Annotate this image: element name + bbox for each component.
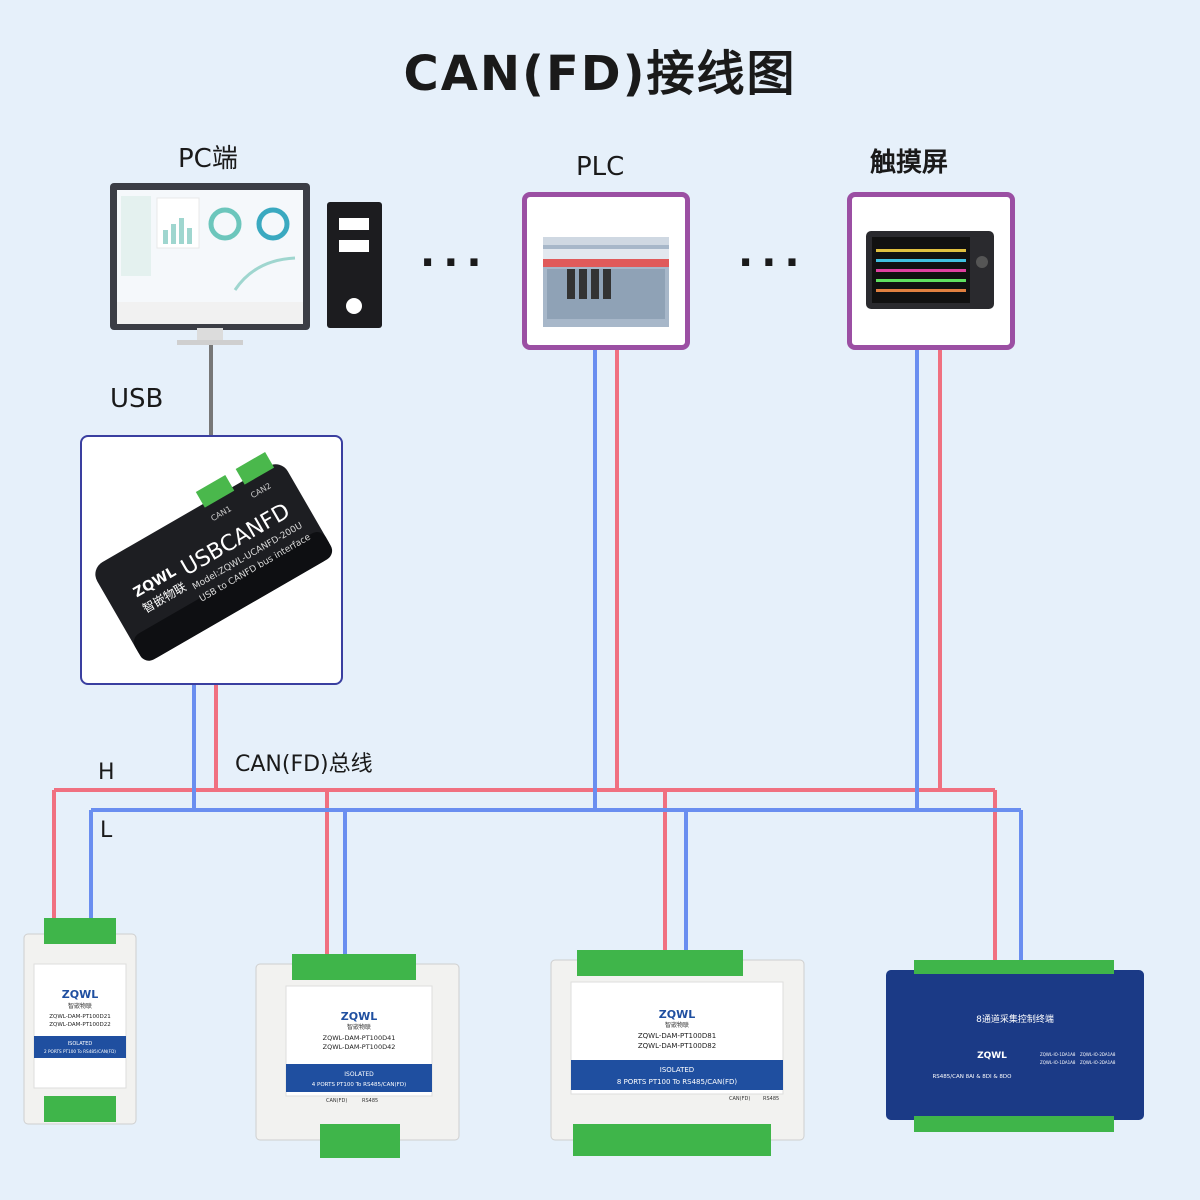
module4-brand: ZQWL [977,1051,1007,1061]
module3-desc1: ISOLATED [660,1066,694,1074]
module2-port-a: CAN(FD) [326,1098,347,1104]
h-line-label: H [98,760,115,785]
module-io-terminal: 8通道采集控制终端 ZQWL ZQWL-IO-1DA1A8 ZQWL-IO-2D… [886,960,1144,1132]
bus-label: CAN(FD)总线 [235,752,373,777]
pc-label: PC端 [178,144,238,174]
module3-brand: ZQWL [659,1008,695,1021]
module4-desc: RS485/CAN 8AI & 8DI & 8DO [932,1074,1012,1080]
plc-label: PLC [576,152,625,182]
module4-title: 8通道采集控制终端 [976,1013,1054,1025]
module1-model-a: ZQWL-DAM-PT100D21 [49,1014,111,1020]
ellipsis-left: ··· [420,240,490,286]
module1-brand-cn: 智嵌物联 [68,1002,92,1010]
module2-desc1: ISOLATED [344,1071,374,1078]
module4-model-d: ZQWL-IO-2DA1A8 [1080,1060,1116,1065]
module2-port-b: RS485 [362,1098,378,1104]
touchscreen-label: 触摸屏 [870,148,949,178]
module1-brand: ZQWL [62,988,98,1001]
ellipsis-right: ··· [738,240,808,286]
module4-model-a: ZQWL-IO-1DA1A8 [1040,1052,1076,1057]
page-title: CAN(FD)接线图 [403,46,797,102]
module2-model-b: ZQWL-DAM-PT100D42 [323,1043,396,1051]
module3-desc2: 8 PORTS PT100 To RS485/CAN(FD) [617,1078,737,1086]
can-h-bus [52,345,997,965]
plc-icon [543,237,669,327]
module1-model-b: ZQWL-DAM-PT100D22 [49,1022,111,1028]
usbcanfd-device: ZQWL 智嵌物联 USBCANFD Model:ZQWL-UCANFD-200… [80,435,343,685]
module-pt100d4: ZQWL 智嵌物联 ZQWL-DAM-PT100D41 ZQWL-DAM-PT1… [255,954,460,1158]
module2-brand: ZQWL [341,1010,377,1023]
plc-device [522,192,690,350]
l-line-label: L [100,818,113,843]
module2-model-a: ZQWL-DAM-PT100D41 [323,1034,396,1042]
module3-brand-cn: 智嵌物联 [665,1021,689,1029]
module-pt100d2: ZQWL 智嵌物联 ZQWL-DAM-PT100D21 ZQWL-DAM-PT1… [23,918,137,1125]
module3-model-b: ZQWL-DAM-PT100D82 [638,1042,716,1050]
touchscreen-icon [866,231,994,309]
monitor-icon [110,183,310,345]
module3-port-a: CAN(FD) [729,1096,750,1102]
module2-brand-cn: 智嵌物联 [347,1023,371,1031]
computer-tower-icon [327,202,382,328]
usbcanfd-illustration: ZQWL 智嵌物联 USBCANFD Model:ZQWL-UCANFD-200… [95,451,333,661]
module1-desc2: 2 PORTS PT100 To RS485/CAN(FD) [44,1049,116,1054]
touchscreen-device [847,192,1015,350]
module3-port-b: RS485 [763,1096,779,1102]
module-pt100d8: ZQWL 智嵌物联 ZQWL-DAM-PT100D81 ZQWL-DAM-PT1… [550,950,805,1156]
module4-model-c: ZQWL-IO-1DA1A8 [1040,1060,1076,1065]
usb-label: USB [110,384,164,414]
pc-illustration [110,183,382,345]
can-l-bus [89,345,1023,965]
module2-desc2: 4 PORTS PT100 To RS485/CAN(FD) [312,1082,406,1088]
module3-model-a: ZQWL-DAM-PT100D81 [638,1032,716,1040]
module1-desc1: ISOLATED [68,1041,93,1047]
module4-model-b: ZQWL-IO-2DA1A8 [1080,1052,1116,1057]
